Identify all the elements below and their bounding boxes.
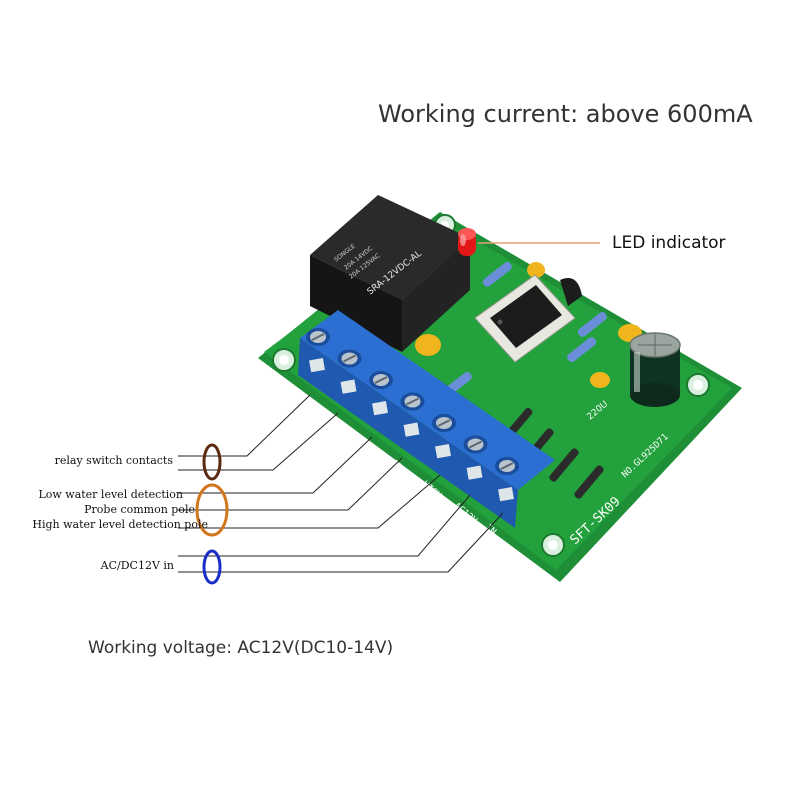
terminal-screw-slot bbox=[374, 376, 388, 384]
terminal-wire-entry bbox=[309, 358, 325, 373]
ic-socket bbox=[474, 274, 576, 363]
terminal-screw-slot bbox=[311, 333, 325, 341]
leader-lines bbox=[178, 394, 504, 573]
terminal-wire-entry bbox=[498, 487, 514, 502]
label-low-level: Low water level detection bbox=[38, 488, 183, 501]
power-ring bbox=[202, 549, 222, 585]
terminal-wire-entry bbox=[372, 401, 388, 416]
led-indicator-label: LED indicator bbox=[612, 233, 726, 253]
led-indicator bbox=[458, 228, 476, 256]
transistor bbox=[560, 278, 582, 306]
terminal-screw-slot bbox=[343, 354, 356, 363]
electrolytic-capacitor bbox=[629, 332, 681, 407]
terminal-screw-slot bbox=[500, 462, 514, 470]
label-power-in: AC/DC12V in bbox=[100, 559, 174, 572]
terminal-screw-slot bbox=[469, 440, 482, 449]
label-relay-contacts: relay switch contacts bbox=[54, 454, 173, 467]
working-current-title: Working current: above 600mA bbox=[378, 100, 753, 128]
terminal-label: SW bbox=[294, 394, 309, 409]
terminal-screw-slot bbox=[406, 397, 419, 406]
terminal-wire-entry bbox=[466, 465, 483, 480]
label-common-pole: Probe common pole bbox=[84, 503, 195, 516]
terminal-wire-entry bbox=[340, 379, 357, 394]
relay: SONGLE 20A 14VDC 20A 125VAC SRA-12VDC-AL bbox=[310, 195, 470, 352]
terminal-label: H bbox=[326, 415, 337, 426]
working-voltage-title: Working voltage: AC12V(DC10-14V) bbox=[88, 638, 394, 658]
relay-contacts-ring bbox=[202, 443, 222, 481]
label-high-level: High water level detection pole bbox=[32, 518, 208, 531]
probe-ring bbox=[195, 483, 229, 537]
terminal-wire-entry bbox=[403, 422, 420, 437]
terminal-wire-entry bbox=[435, 444, 451, 459]
terminal-screw-slot bbox=[437, 419, 451, 427]
